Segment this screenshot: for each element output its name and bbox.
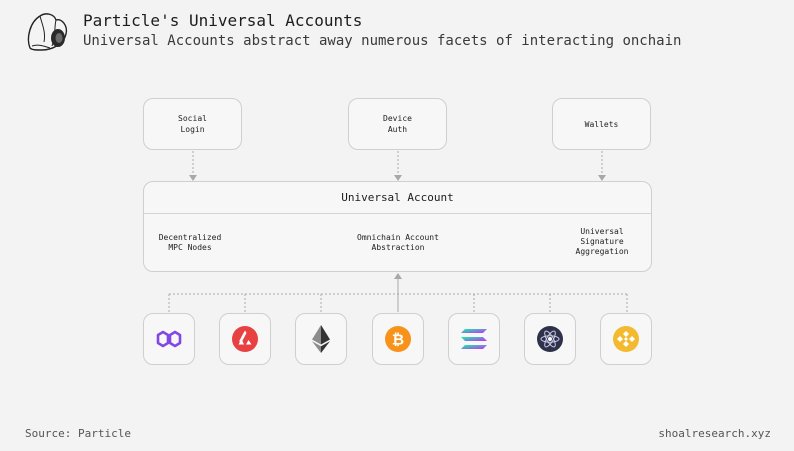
bitcoin-icon: ₿ (385, 326, 411, 352)
input-label: Device Auth (383, 114, 412, 134)
chain-box-polygon (143, 313, 195, 365)
avalanche-icon (232, 326, 258, 352)
page-subtitle: Universal Accounts abstract away numerou… (83, 33, 682, 49)
svg-text:₿: ₿ (392, 331, 404, 349)
polygon-icon (156, 330, 182, 348)
chain-box-bitcoin: ₿ (372, 313, 424, 365)
solana-icon (461, 329, 487, 349)
page-title: Particle's Universal Accounts (83, 11, 363, 30)
ethereum-icon (312, 325, 330, 353)
source-credit: Source: Particle (25, 427, 131, 440)
chain-box-cosmos (524, 313, 576, 365)
divider (144, 213, 651, 214)
chain-box-ethereum (295, 313, 347, 365)
component-signature-aggregation: Universal Signature Aggregation (575, 227, 629, 256)
cosmos-icon (537, 326, 563, 352)
universal-account-title: Universal Account (341, 191, 454, 204)
site-credit: shoalresearch.xyz (658, 427, 771, 440)
input-box-social-login: Social Login (143, 98, 242, 150)
universal-account-box: Universal Account Decentralized MPC Node… (143, 181, 652, 272)
input-box-device-auth: Device Auth (348, 98, 447, 150)
chain-box-solana (448, 313, 500, 365)
shell-logo-icon (27, 13, 68, 51)
input-label: Wallets (584, 119, 619, 129)
component-mpc-nodes: Decentralized MPC Nodes (158, 233, 222, 252)
component-omnichain-aa: Omnichain Account Abstraction (357, 233, 439, 252)
chain-box-avalanche (219, 313, 271, 365)
input-box-wallets: Wallets (552, 98, 651, 150)
chain-box-bnb (600, 313, 652, 365)
input-label: Social Login (178, 114, 207, 134)
bnb-icon (613, 326, 639, 352)
